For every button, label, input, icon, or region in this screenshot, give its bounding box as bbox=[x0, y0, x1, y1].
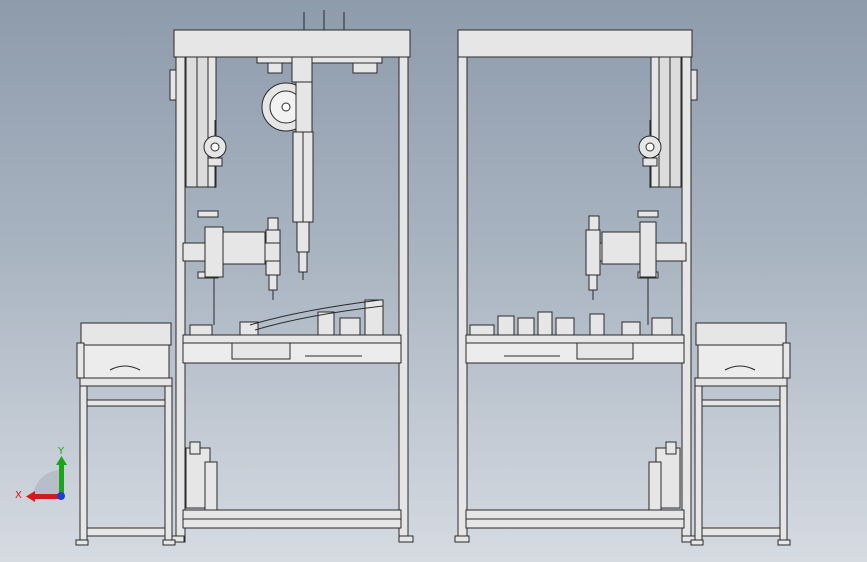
left-screwdriver-body bbox=[296, 221, 310, 253]
left-feed-disk-hub bbox=[281, 102, 291, 112]
left-worktable-apron bbox=[182, 342, 402, 364]
x-axis-label: X bbox=[15, 490, 22, 501]
left-cable-bundle-2 bbox=[254, 305, 384, 331]
right-bin-handle bbox=[724, 365, 756, 371]
left-screwdriver-nose bbox=[298, 251, 308, 273]
right-bin-body bbox=[697, 344, 784, 379]
left-fixture-4 bbox=[339, 317, 361, 336]
left-cable-bundle bbox=[249, 299, 381, 326]
left-reel-hook bbox=[207, 157, 223, 167]
right-header-beam bbox=[457, 29, 693, 58]
right-table-leg-1 bbox=[694, 385, 703, 543]
right-column-left bbox=[457, 56, 468, 543]
left-column-right bbox=[398, 56, 409, 543]
right-table-top bbox=[694, 377, 788, 387]
right-reel-hook bbox=[642, 157, 658, 167]
left-header-beam bbox=[173, 29, 411, 58]
right-foot-1 bbox=[454, 535, 470, 543]
left-carriage-block-1 bbox=[267, 62, 283, 74]
right-table-rail-2 bbox=[701, 527, 781, 537]
right-worktable-top bbox=[465, 334, 685, 344]
left-fixture-5 bbox=[364, 299, 384, 336]
triad-plane bbox=[33, 470, 61, 497]
left-top-carriage bbox=[256, 56, 383, 64]
left-column-outer bbox=[175, 56, 186, 543]
right-arm-block bbox=[601, 231, 641, 265]
right-reel-hub bbox=[645, 142, 655, 152]
right-table-foot-1 bbox=[690, 539, 704, 546]
y-axis-arrowhead bbox=[56, 456, 67, 465]
right-arm-pivot bbox=[639, 221, 657, 278]
left-arm-pivot bbox=[204, 226, 224, 278]
left-bin-handle bbox=[109, 365, 141, 371]
left-arm-block bbox=[222, 231, 266, 265]
right-fixture-6 bbox=[589, 313, 605, 336]
left-table-foot-2 bbox=[162, 539, 176, 546]
left-hand-driver-nose bbox=[268, 274, 278, 291]
right-table-leg-2 bbox=[779, 385, 788, 543]
right-bracket-clamp bbox=[665, 441, 677, 455]
left-hand-driver-top bbox=[267, 217, 279, 231]
right-bin-side bbox=[782, 342, 791, 379]
right-hand-driver-nose bbox=[588, 274, 598, 291]
right-fixture-8 bbox=[651, 317, 673, 336]
right-fixture-7 bbox=[621, 321, 641, 336]
coordinate-triad[interactable]: Y X bbox=[15, 446, 67, 502]
right-hand-driver-top bbox=[588, 215, 600, 231]
left-bin-rim bbox=[80, 322, 172, 346]
left-fixture-3 bbox=[317, 311, 335, 336]
left-table-leg-1 bbox=[79, 385, 88, 543]
left-side-table bbox=[75, 322, 176, 546]
right-fixture-1 bbox=[469, 324, 495, 336]
left-station bbox=[169, 10, 414, 543]
left-table-rail-1 bbox=[86, 399, 166, 407]
right-rail-cover bbox=[650, 56, 660, 188]
right-fixture-2 bbox=[497, 315, 515, 336]
left-z-axis-head bbox=[291, 56, 313, 83]
right-fixture-4 bbox=[537, 311, 553, 336]
right-fixture-5 bbox=[555, 317, 575, 336]
right-fixture-3 bbox=[517, 317, 535, 336]
left-table-leg-2 bbox=[164, 385, 173, 543]
x-axis-arrowhead bbox=[26, 491, 35, 502]
right-side-table bbox=[690, 322, 791, 546]
right-table-foot-2 bbox=[777, 539, 791, 546]
right-worktable-apron bbox=[465, 342, 685, 364]
left-side-bracket bbox=[169, 69, 177, 101]
left-carriage-block-2 bbox=[352, 62, 378, 74]
right-station bbox=[454, 29, 698, 543]
right-drawer-front bbox=[576, 342, 634, 360]
right-arm-clamp-top bbox=[637, 210, 659, 218]
right-bin-rim bbox=[695, 322, 787, 346]
left-bin-side bbox=[76, 342, 85, 379]
left-table-rail-2 bbox=[86, 527, 166, 537]
left-rail-cover bbox=[207, 56, 217, 188]
z-axis-point bbox=[57, 492, 65, 500]
left-fixture-1 bbox=[189, 324, 213, 336]
left-foot-2 bbox=[398, 535, 414, 543]
left-table-top bbox=[79, 377, 173, 387]
left-bracket-plate bbox=[204, 461, 218, 511]
right-column-outer bbox=[681, 56, 692, 543]
left-bracket-clamp bbox=[189, 441, 201, 455]
left-table-foot-1 bbox=[75, 539, 89, 546]
right-table-rail-1 bbox=[701, 399, 781, 407]
y-axis-arrow bbox=[59, 463, 64, 497]
left-reel-hub bbox=[210, 142, 220, 152]
left-drawer-front bbox=[231, 342, 291, 360]
left-arm-clamp-top bbox=[197, 210, 219, 218]
left-bin-body bbox=[83, 344, 170, 379]
right-bracket-plate bbox=[648, 461, 662, 511]
left-fixture-2 bbox=[239, 321, 259, 336]
left-worktable-top bbox=[182, 334, 402, 344]
x-axis-arrow bbox=[33, 494, 61, 499]
right-hand-driver-body bbox=[585, 229, 601, 276]
right-side-bracket bbox=[690, 69, 698, 101]
y-axis-label: Y bbox=[57, 446, 65, 457]
left-motor-housing bbox=[295, 81, 313, 133]
